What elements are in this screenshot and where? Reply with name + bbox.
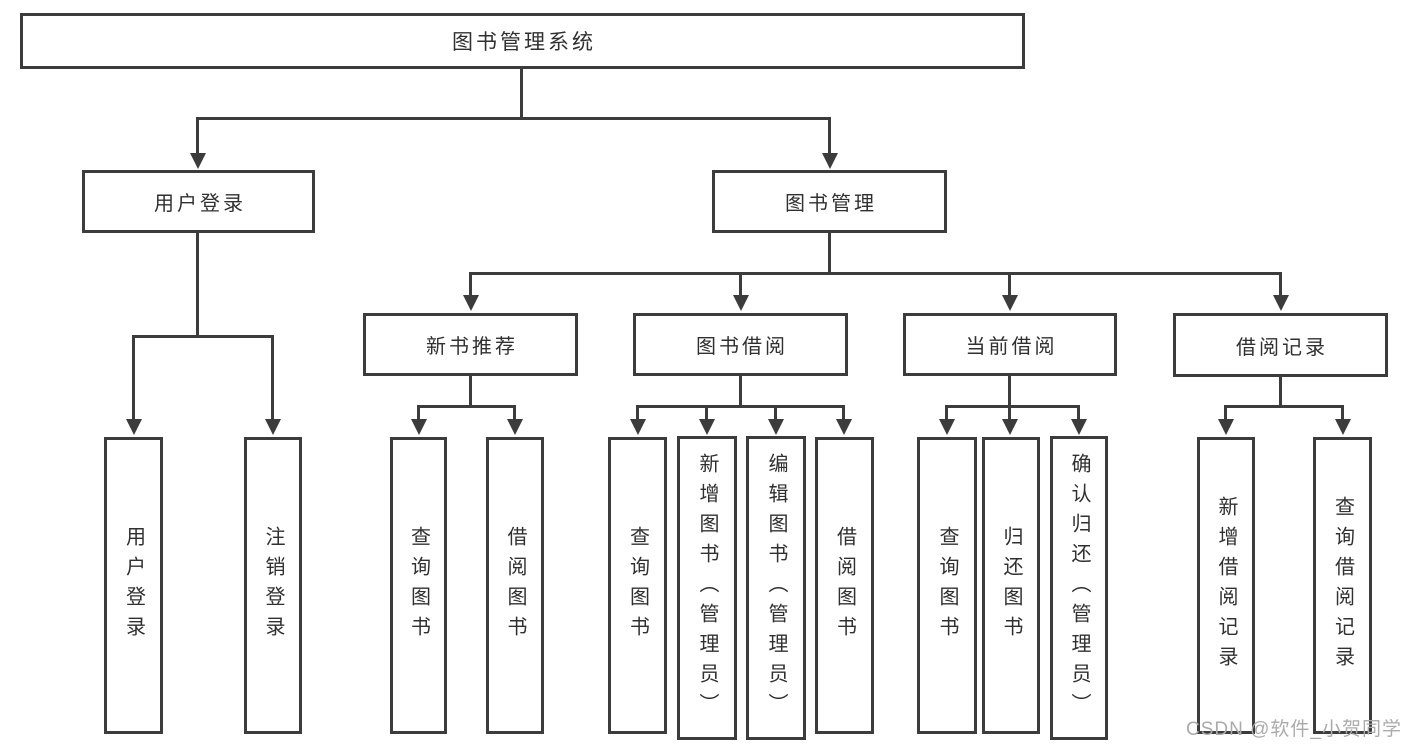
edge-to-book-management bbox=[828, 117, 831, 153]
node-borrowing-records: 借阅记录 bbox=[1173, 313, 1388, 377]
leaf-label: 注销登录 bbox=[262, 525, 284, 646]
leaf-label: 归还图书 bbox=[1000, 525, 1022, 646]
node-label: 新书推荐 bbox=[426, 336, 518, 358]
edge-records-stem bbox=[1279, 377, 1282, 405]
leaf-query-books-2: 查询图书 bbox=[608, 437, 667, 734]
edge-newbook-bar bbox=[417, 405, 516, 408]
leaf-edit-book-admin: 编辑图书（管理员） bbox=[746, 436, 806, 740]
node-new-book-recommend: 新书推荐 bbox=[363, 313, 578, 376]
edge-root-stem bbox=[520, 69, 523, 117]
leaf-query-books-1: 查询图书 bbox=[390, 437, 447, 734]
edge-to-leaf-user-login bbox=[132, 335, 135, 419]
edge-bookborrow-bar bbox=[636, 405, 845, 408]
node-root-label: 图书管理系统 bbox=[452, 31, 596, 54]
edge-to-current-borrow bbox=[1008, 272, 1011, 295]
edge-to-leaf-logout bbox=[271, 335, 274, 419]
node-book-borrowing: 图书借阅 bbox=[633, 313, 848, 376]
leaf-label: 用户登录 bbox=[122, 525, 145, 646]
edge-leaf-stem bbox=[417, 405, 420, 419]
leaf-label: 编辑图书（管理员） bbox=[765, 453, 787, 723]
arrowhead-down-icon bbox=[1002, 295, 1018, 311]
arrowhead-down-icon bbox=[126, 419, 142, 435]
leaf-borrow-books-2: 借阅图书 bbox=[815, 437, 874, 734]
leaf-label: 新增借阅记录 bbox=[1215, 495, 1237, 676]
edge-records-bar bbox=[1224, 405, 1344, 408]
watermark: CSDN @软件_小贺同学 bbox=[1186, 719, 1402, 740]
node-label: 图书借阅 bbox=[696, 336, 788, 358]
leaf-add-book-admin: 新增图书（管理员） bbox=[677, 436, 737, 740]
edge-leaf-stem bbox=[1341, 405, 1344, 419]
node-label: 借阅记录 bbox=[1236, 336, 1328, 359]
leaf-label: 确认归还（管理员） bbox=[1068, 453, 1090, 723]
node-book-management: 图书管理 bbox=[712, 170, 947, 233]
node-label: 当前借阅 bbox=[965, 336, 1058, 358]
edge-to-user-login bbox=[196, 117, 199, 153]
arrowhead-down-icon bbox=[1002, 419, 1018, 435]
edge-to-borrow-records bbox=[1279, 272, 1282, 295]
arrowhead-down-icon bbox=[630, 419, 646, 435]
edge-leaf-stem bbox=[513, 405, 516, 419]
leaf-confirm-return-admin: 确认归还（管理员） bbox=[1050, 436, 1108, 740]
leaf-label: 查询借阅记录 bbox=[1331, 495, 1354, 676]
arrowhead-down-icon bbox=[411, 419, 427, 435]
edge-leaf-stem bbox=[842, 405, 845, 419]
edge-to-new-book bbox=[469, 272, 472, 295]
arrowhead-down-icon bbox=[463, 295, 479, 311]
edge-leaf-stem bbox=[774, 405, 777, 419]
edge-currentborrow-bar bbox=[945, 405, 1079, 408]
arrowhead-down-icon bbox=[265, 419, 281, 435]
leaf-query-books-3: 查询图书 bbox=[917, 437, 977, 734]
arrowhead-down-icon bbox=[939, 419, 955, 435]
edge-root-bar bbox=[197, 117, 831, 120]
leaf-logout: 注销登录 bbox=[244, 437, 302, 734]
leaf-label: 新增图书（管理员） bbox=[696, 453, 718, 723]
arrowhead-down-icon bbox=[1071, 419, 1087, 435]
leaf-query-borrow-record: 查询借阅记录 bbox=[1313, 437, 1372, 734]
edge-leaf-stem bbox=[945, 405, 948, 419]
node-user-login-module: 用户登录 bbox=[82, 170, 315, 233]
arrowhead-down-icon bbox=[699, 419, 715, 435]
leaf-label: 借阅图书 bbox=[504, 525, 526, 646]
leaf-label: 查询图书 bbox=[936, 525, 958, 646]
edge-to-book-borrow bbox=[739, 272, 742, 295]
edge-bookborrow-stem bbox=[739, 376, 742, 405]
arrowhead-down-icon bbox=[768, 419, 784, 435]
edge-leaf-stem bbox=[1008, 405, 1011, 419]
edge-leaf-stem bbox=[636, 405, 639, 419]
edge-leaf-stem bbox=[1077, 405, 1080, 419]
edge-userlogin-bar bbox=[132, 335, 273, 338]
arrowhead-down-icon bbox=[836, 419, 852, 435]
arrowhead-down-icon bbox=[822, 153, 838, 169]
arrowhead-down-icon bbox=[507, 419, 523, 435]
leaf-label: 查询图书 bbox=[407, 525, 430, 646]
edge-currentborrow-stem bbox=[1008, 376, 1011, 405]
arrowhead-down-icon bbox=[190, 153, 206, 169]
edge-bookmgmt-bar bbox=[469, 272, 1281, 275]
edge-userlogin-stem bbox=[196, 233, 199, 335]
leaf-user-login: 用户登录 bbox=[104, 437, 163, 734]
arrowhead-down-icon bbox=[1273, 295, 1289, 311]
arrowhead-down-icon bbox=[733, 295, 749, 311]
node-label: 图书管理 bbox=[785, 193, 877, 215]
arrowhead-down-icon bbox=[1335, 419, 1351, 435]
node-label: 用户登录 bbox=[154, 193, 246, 215]
edge-leaf-stem bbox=[705, 405, 708, 419]
arrowhead-down-icon bbox=[1218, 419, 1234, 435]
leaf-borrow-books-1: 借阅图书 bbox=[486, 437, 544, 734]
edge-newbook-stem bbox=[469, 376, 472, 405]
node-root: 图书管理系统 bbox=[20, 13, 1025, 69]
node-current-borrowing: 当前借阅 bbox=[903, 313, 1117, 376]
leaf-label: 借阅图书 bbox=[833, 525, 856, 646]
edge-leaf-stem bbox=[1224, 405, 1227, 419]
edge-bookmgmt-stem bbox=[828, 233, 831, 272]
leaf-label: 查询图书 bbox=[626, 525, 649, 646]
leaf-add-borrow-record: 新增借阅记录 bbox=[1197, 437, 1255, 734]
leaf-return-books: 归还图书 bbox=[982, 437, 1040, 734]
